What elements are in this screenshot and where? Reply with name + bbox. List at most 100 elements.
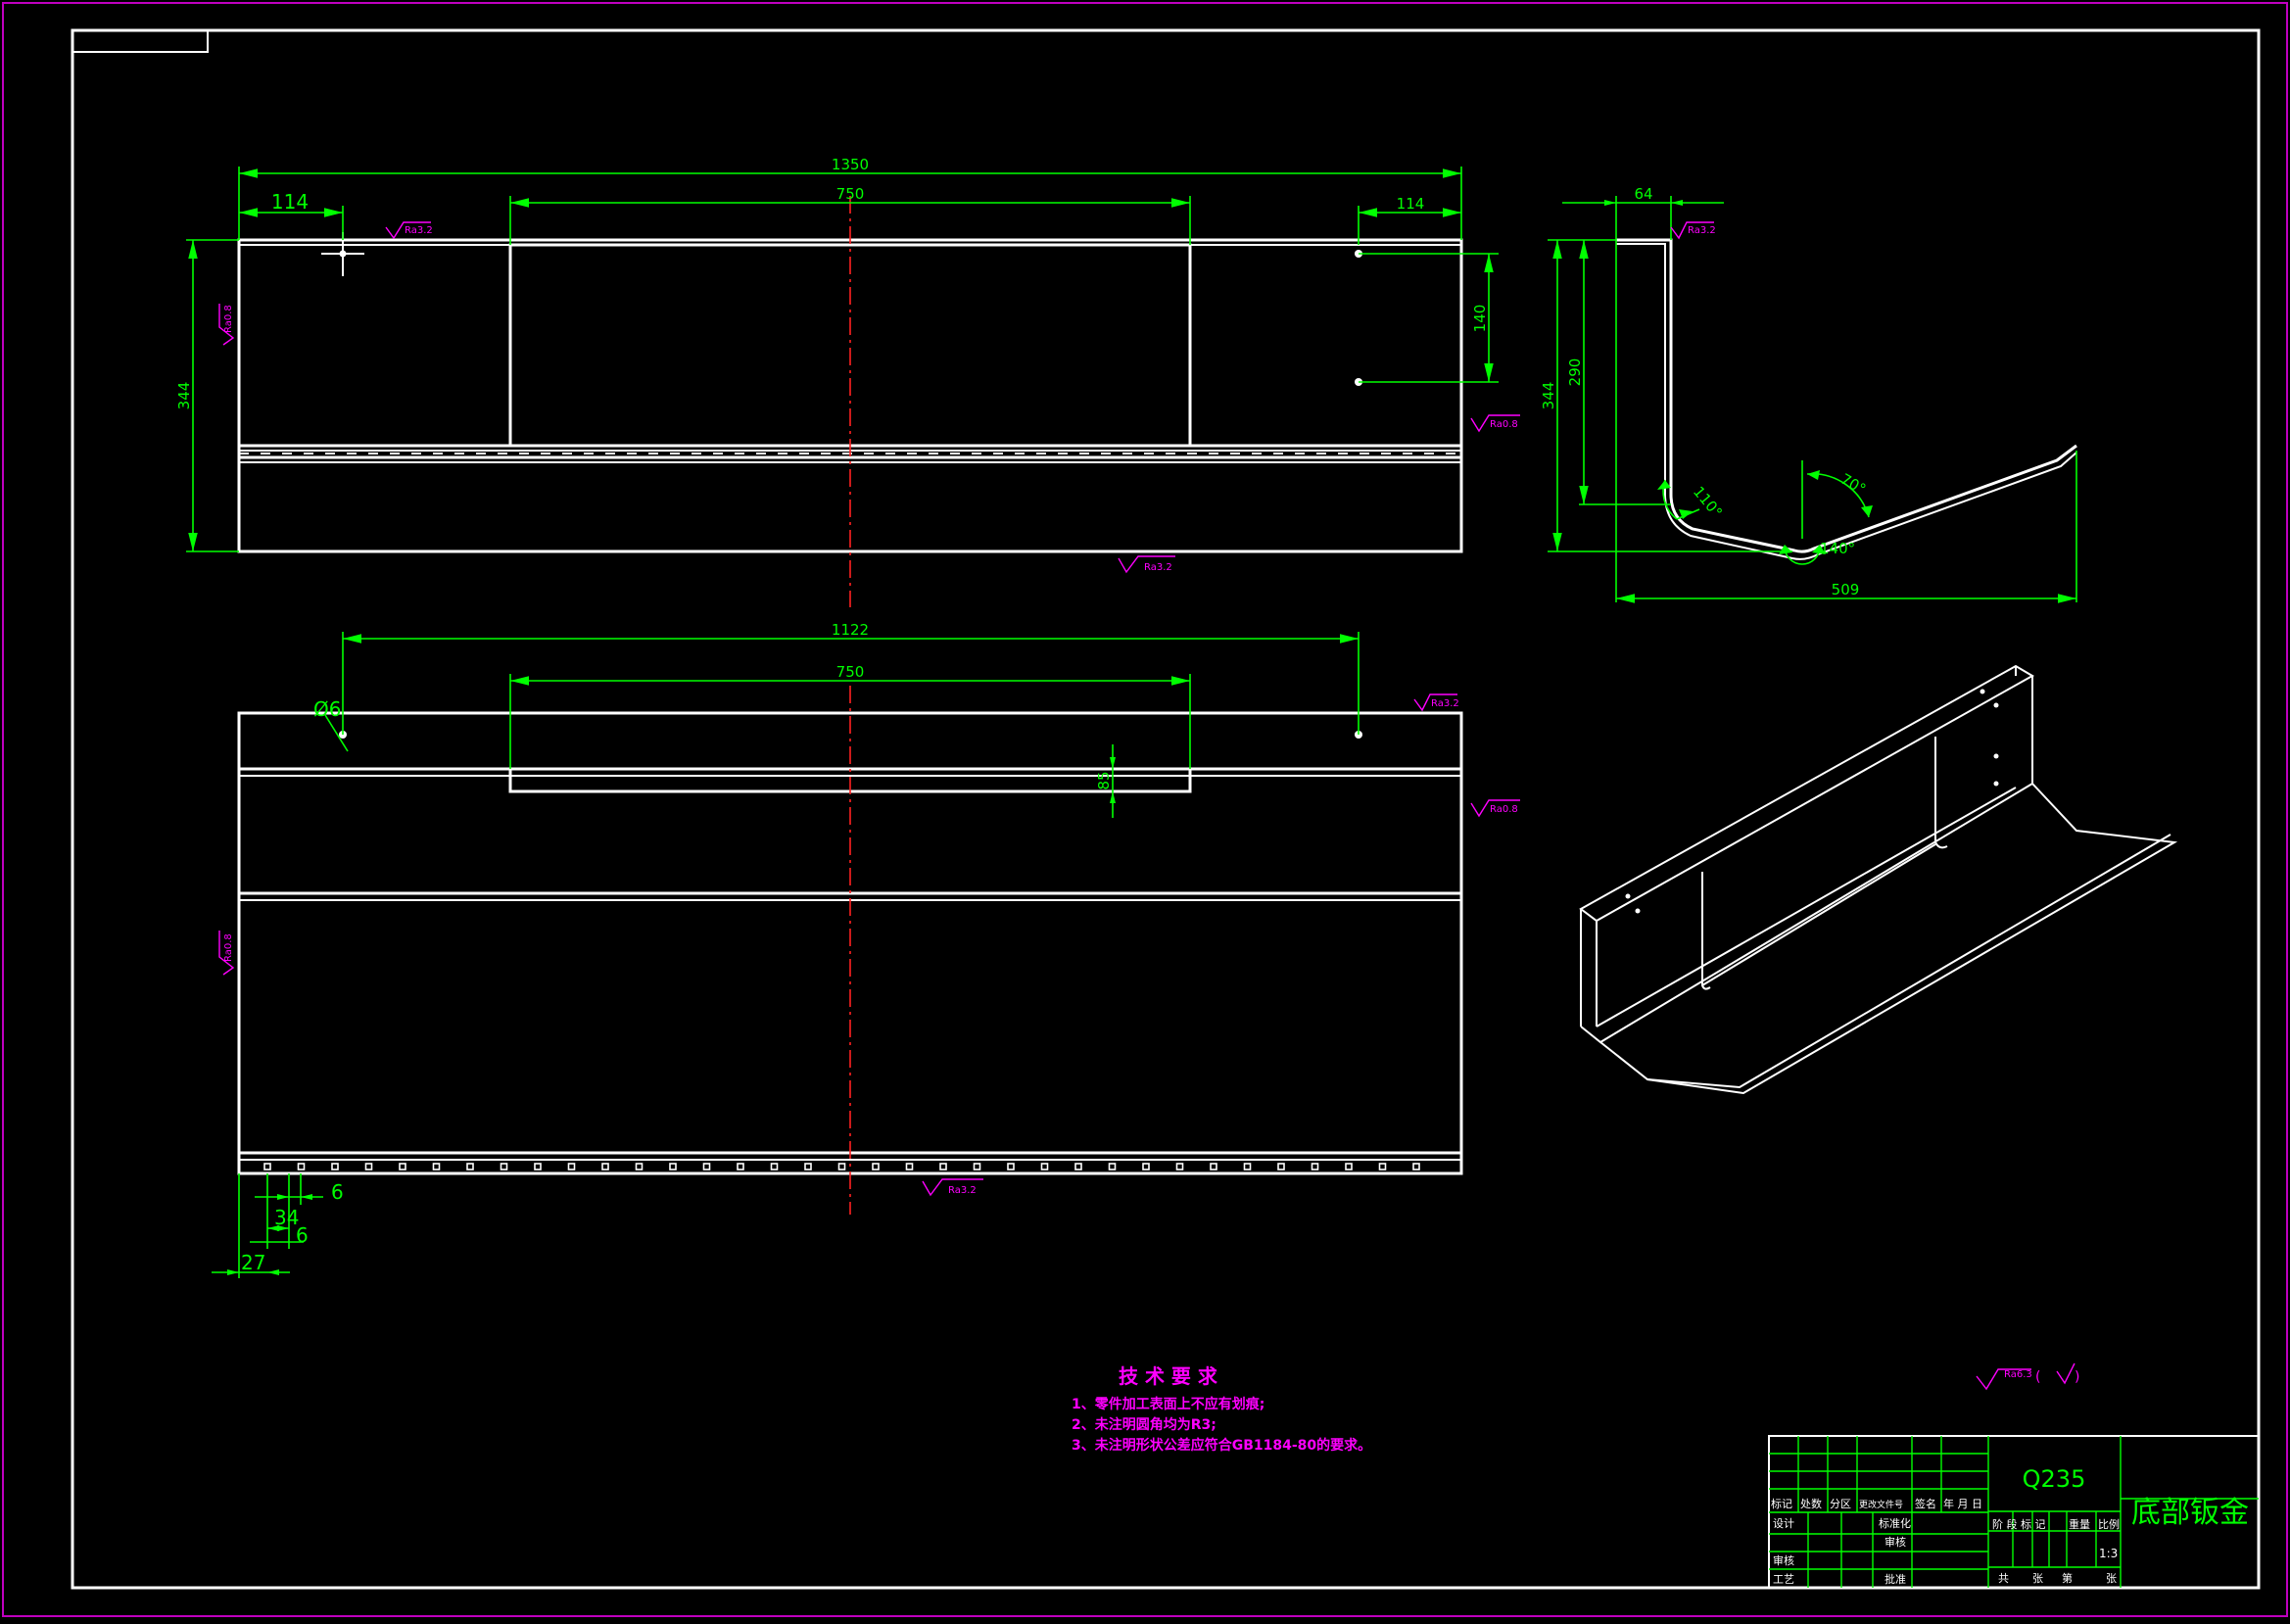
slot-31 [1311, 1163, 1319, 1170]
svg-text:Ra0.8: Ra0.8 [223, 933, 234, 962]
sheet-id-box [72, 29, 209, 53]
tb-part-name: 底部钣金 [2131, 1496, 2249, 1530]
tech-req-item-2: 2、未注明圆角均为R3; [1072, 1416, 1217, 1433]
dim-side-inner-height: 290 [1566, 358, 1584, 387]
slot-10 [601, 1163, 609, 1170]
tb-check: 审核 [1773, 1553, 1794, 1567]
slot-8 [534, 1163, 542, 1170]
dim-bottom-window: 750 [836, 663, 865, 681]
tb-design: 设计 [1773, 1517, 1794, 1530]
svg-text:(: ( [2035, 1369, 2040, 1385]
tb-craft: 工艺 [1773, 1573, 1794, 1586]
slot-row [263, 1163, 1420, 1170]
dim-bottom-pitch: 34 [274, 1206, 299, 1229]
slot-3 [364, 1163, 373, 1170]
svg-text:Ra3.2: Ra3.2 [405, 225, 433, 236]
tb-stage-mark: 阶 段 标 记 [1992, 1517, 2046, 1531]
roughness-front-left: Ra0.8 [218, 304, 235, 346]
dim-bottom-slot-h: 6 [296, 1223, 309, 1247]
tb-material: Q235 [2023, 1465, 2086, 1493]
tb-h-zone: 分区 [1830, 1498, 1851, 1510]
slot-2 [331, 1163, 339, 1170]
slot-23 [1040, 1163, 1049, 1170]
slot-5 [432, 1163, 441, 1170]
dim-front-hole-spacing: 140 [1471, 305, 1489, 333]
tb-h-count: 处数 [1800, 1498, 1822, 1510]
tb-page: 第 [2062, 1571, 2073, 1585]
slot-13 [702, 1163, 711, 1170]
title-block: 标记 处数 分区 更改文件号 签名 年 月 日 设计 标准化 审核 审核 工艺 … [1768, 1435, 2260, 1589]
svg-text:): ) [2075, 1369, 2079, 1385]
bottom-view: 1122 750 Ø6 85 6 34 6 27 [212, 621, 1520, 1278]
dim-bottom-offset: 27 [241, 1251, 265, 1274]
slot-7 [500, 1163, 508, 1170]
roughness-bottom-left: Ra0.8 [218, 931, 235, 976]
tb-sheet: 张 [2032, 1572, 2043, 1585]
slot-30 [1277, 1163, 1285, 1170]
dim-side-top: 64 [1634, 185, 1652, 203]
slot-27 [1175, 1163, 1184, 1170]
slot-11 [635, 1163, 644, 1170]
svg-text:Ra6.3: Ra6.3 [2004, 1369, 2032, 1380]
dim-bottom-hole-dia: Ø6 [313, 697, 341, 721]
slot-26 [1142, 1163, 1150, 1170]
tb-page2: 张 [2106, 1572, 2117, 1585]
slot-17 [837, 1163, 846, 1170]
slot-6 [466, 1163, 474, 1170]
slot-12 [669, 1163, 677, 1170]
dim-bottom-hole-span: 1122 [832, 621, 869, 639]
slot-9 [567, 1163, 576, 1170]
tb-total: 共 [1998, 1572, 2009, 1585]
svg-text:Ra3.2: Ra3.2 [948, 1185, 977, 1196]
dim-front-right: 114 [1397, 195, 1425, 213]
slot-0 [263, 1163, 271, 1170]
roughness-bottom-top: Ra3.2 [1413, 693, 1459, 712]
slot-33 [1378, 1163, 1387, 1170]
roughness-front-bottom: Ra3.2 [1118, 555, 1175, 574]
dim-front-window: 750 [836, 185, 865, 203]
slot-1 [297, 1163, 306, 1170]
slot-22 [1007, 1163, 1015, 1170]
dim-side-width: 509 [1832, 581, 1860, 598]
tech-req-item-1: 1、零件加工表面上不应有划痕; [1072, 1396, 1264, 1412]
tb-approve: 批准 [1884, 1572, 1906, 1586]
roughness-general: Ra6.3 ( ) [1976, 1362, 2079, 1391]
slot-24 [1074, 1163, 1082, 1170]
slot-28 [1210, 1163, 1217, 1170]
slot-16 [804, 1163, 812, 1170]
dim-side-slope-angle: 70° [1837, 470, 1869, 499]
svg-text:Ra3.2: Ra3.2 [1144, 562, 1172, 573]
svg-text:Ra0.8: Ra0.8 [1490, 419, 1518, 430]
tech-req-title: 技 术 要 求 [1119, 1364, 1218, 1388]
slot-14 [737, 1163, 744, 1170]
dim-side-outer-height: 344 [1540, 382, 1557, 410]
tb-h-doc: 更改文件号 [1859, 1499, 1903, 1510]
tb-h-date: 年 月 日 [1943, 1497, 1982, 1510]
side-view: 64 344 290 509 110° 70° 140° Ra3.2 [1540, 185, 2077, 603]
svg-text:Ra0.8: Ra0.8 [223, 305, 234, 333]
dim-front-height: 344 [175, 382, 193, 410]
isometric-view [1579, 664, 2178, 1095]
svg-text:Ra3.2: Ra3.2 [1688, 225, 1716, 236]
dim-side-bend-angle: 110° [1690, 483, 1726, 521]
slot-34 [1412, 1163, 1420, 1170]
roughness-front-right: Ra0.8 [1470, 414, 1520, 433]
tb-h-sign: 签名 [1915, 1497, 1936, 1510]
front-view: 1350 114 750 114 344 140 Ra3.2 Ra0.8 [175, 156, 1520, 607]
tb-weight: 重量 [2069, 1517, 2090, 1531]
dim-bottom-notch-depth: 85 [1095, 771, 1113, 789]
tech-req-item-3: 3、未注明形状公差应符合GB1184-80的要求。 [1072, 1437, 1371, 1454]
slot-29 [1243, 1163, 1252, 1170]
dim-side-bottom-angle: 140° [1820, 540, 1855, 557]
slot-15 [770, 1163, 779, 1170]
svg-text:Ra0.8: Ra0.8 [1490, 804, 1518, 815]
svg-text:Ra3.2: Ra3.2 [1431, 698, 1459, 709]
slot-32 [1345, 1163, 1353, 1170]
slot-18 [872, 1163, 880, 1170]
sheet-frame-inner [71, 28, 2261, 1590]
slot-19 [905, 1163, 914, 1170]
tb-scale: 1:3 [2099, 1547, 2118, 1560]
tb-standard: 标准化 [1879, 1516, 1911, 1530]
